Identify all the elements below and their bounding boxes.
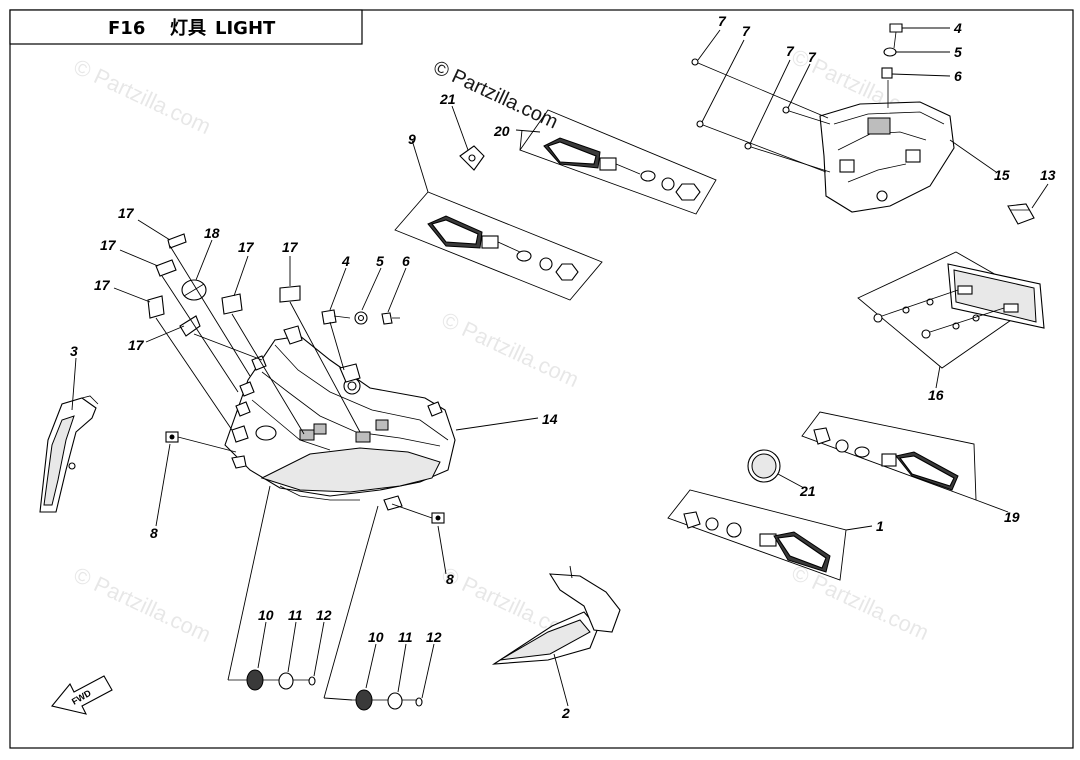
callout-16: 16 bbox=[928, 387, 944, 403]
callout-8: 8 bbox=[446, 571, 454, 587]
callout-18: 18 bbox=[204, 225, 220, 241]
callout-17: 17 bbox=[128, 337, 145, 353]
fwd-arrow-icon: FWD bbox=[51, 675, 113, 715]
callout-15: 15 bbox=[994, 167, 1010, 183]
callout-12: 12 bbox=[316, 607, 332, 623]
callout-13: 13 bbox=[1040, 167, 1056, 183]
part-21-lens-cover-top bbox=[459, 145, 485, 171]
watermark-text: © Partzilla.com bbox=[70, 54, 215, 139]
part-1-turn-signal bbox=[667, 489, 847, 581]
callout-4: 4 bbox=[341, 253, 350, 269]
leader-lines bbox=[71, 27, 1049, 707]
callout-11: 11 bbox=[398, 629, 413, 645]
part-7-screws bbox=[691, 58, 831, 173]
callout-21: 21 bbox=[439, 91, 456, 107]
part-20-turn-signal bbox=[519, 109, 717, 215]
watermark-text: © Partzilla.com bbox=[70, 562, 215, 647]
callout-4: 4 bbox=[953, 20, 962, 36]
title-chinese: 灯具 bbox=[170, 18, 206, 39]
title-english: LIGHT bbox=[215, 18, 276, 39]
part-16-plate-light bbox=[857, 251, 1045, 369]
callout-6: 6 bbox=[954, 68, 962, 84]
part-21-lens-cover-right bbox=[747, 449, 781, 483]
part-2-side-reflector bbox=[491, 573, 621, 665]
callout-17: 17 bbox=[118, 205, 135, 221]
callout-5: 5 bbox=[376, 253, 384, 269]
callout-17: 17 bbox=[238, 239, 255, 255]
callout-labels: 1 2 3 4 4 5 5 6 6 7 7 7 7 8 8 9 10 10 11… bbox=[70, 13, 1056, 721]
part-18-grommet bbox=[181, 279, 207, 301]
callout-17: 17 bbox=[282, 239, 299, 255]
callout-7: 7 bbox=[786, 43, 795, 59]
part-10-11-12-adjuster-right bbox=[352, 689, 423, 711]
callout-14: 14 bbox=[542, 411, 558, 427]
part-15-tail-light bbox=[819, 101, 955, 213]
part-17-pads bbox=[147, 233, 301, 337]
callout-8: 8 bbox=[150, 525, 158, 541]
part-10-11-12-adjuster-left bbox=[228, 669, 316, 691]
callout-5: 5 bbox=[954, 44, 962, 60]
callout-17: 17 bbox=[100, 237, 117, 253]
callout-7: 7 bbox=[742, 23, 751, 39]
callout-10: 10 bbox=[368, 629, 384, 645]
callout-1: 1 bbox=[876, 518, 884, 534]
callout-3: 3 bbox=[70, 343, 78, 359]
callout-21: 21 bbox=[799, 483, 816, 499]
callout-20: 20 bbox=[493, 123, 510, 139]
part-3-side-reflector bbox=[39, 395, 99, 513]
callout-17: 17 bbox=[94, 277, 111, 293]
callout-9: 9 bbox=[408, 131, 416, 147]
callout-12: 12 bbox=[426, 629, 442, 645]
callout-7: 7 bbox=[718, 13, 727, 29]
part-19-turn-signal bbox=[801, 411, 977, 501]
diagram-frame bbox=[9, 9, 1074, 749]
callout-6: 6 bbox=[402, 253, 410, 269]
part-8-clips bbox=[165, 431, 445, 524]
part-14-headlight bbox=[224, 325, 456, 511]
title-block: F16 灯具 LIGHT bbox=[9, 9, 363, 45]
callout-7: 7 bbox=[808, 49, 817, 65]
part-4-5-6-fasteners-tail bbox=[881, 23, 903, 108]
part-9-turn-signal bbox=[394, 191, 603, 301]
callout-11: 11 bbox=[288, 607, 303, 623]
title-code: F16 bbox=[108, 18, 145, 39]
watermark-text: © Partzilla.com bbox=[438, 307, 583, 392]
callout-19: 19 bbox=[1004, 509, 1020, 525]
part-4-5-6-fasteners-headlight bbox=[321, 309, 400, 325]
callout-10: 10 bbox=[258, 607, 274, 623]
callout-2: 2 bbox=[561, 705, 570, 721]
part-13-bulb bbox=[1007, 203, 1035, 225]
watermark-text: © Partzilla.com bbox=[788, 560, 933, 645]
